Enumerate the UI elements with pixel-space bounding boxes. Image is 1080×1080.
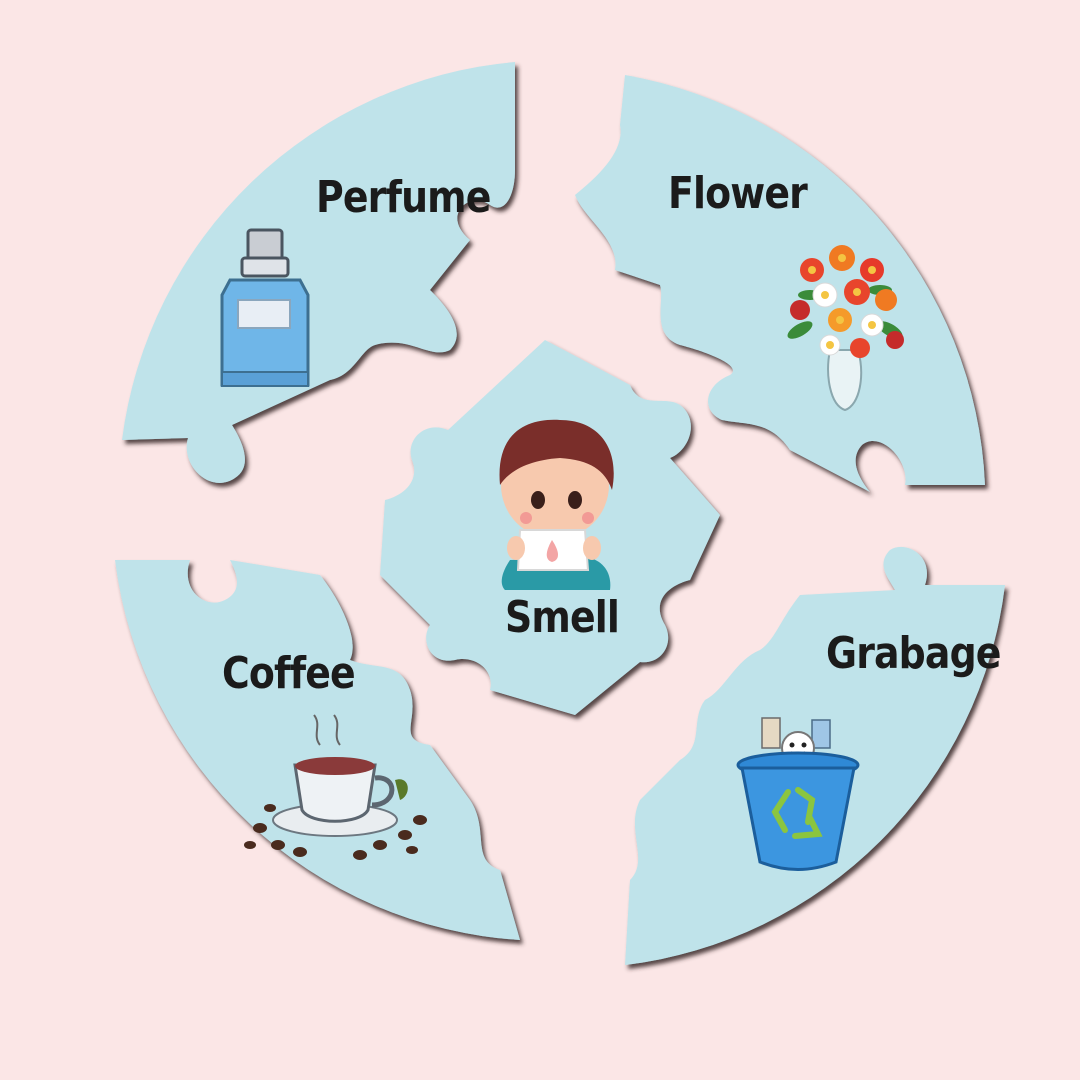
- child-smelling-icon: [499, 419, 614, 590]
- puzzle-piece-flower[interactable]: [575, 75, 985, 492]
- flower-bouquet-icon: [787, 245, 904, 412]
- puzzle-piece-coffee[interactable]: [115, 560, 520, 940]
- label-coffee: Coffee: [222, 648, 356, 699]
- coffee-cup-icon: [244, 714, 427, 860]
- label-perfume: Perfume: [316, 172, 491, 223]
- perfume-bottle-icon: [220, 228, 310, 387]
- label-grabage: Grabage: [826, 628, 1001, 679]
- puzzle-piece-perfume[interactable]: [122, 62, 515, 483]
- label-smell: Smell: [505, 592, 620, 643]
- label-flower: Flower: [668, 168, 808, 219]
- recycle-bin-icon: [736, 717, 860, 871]
